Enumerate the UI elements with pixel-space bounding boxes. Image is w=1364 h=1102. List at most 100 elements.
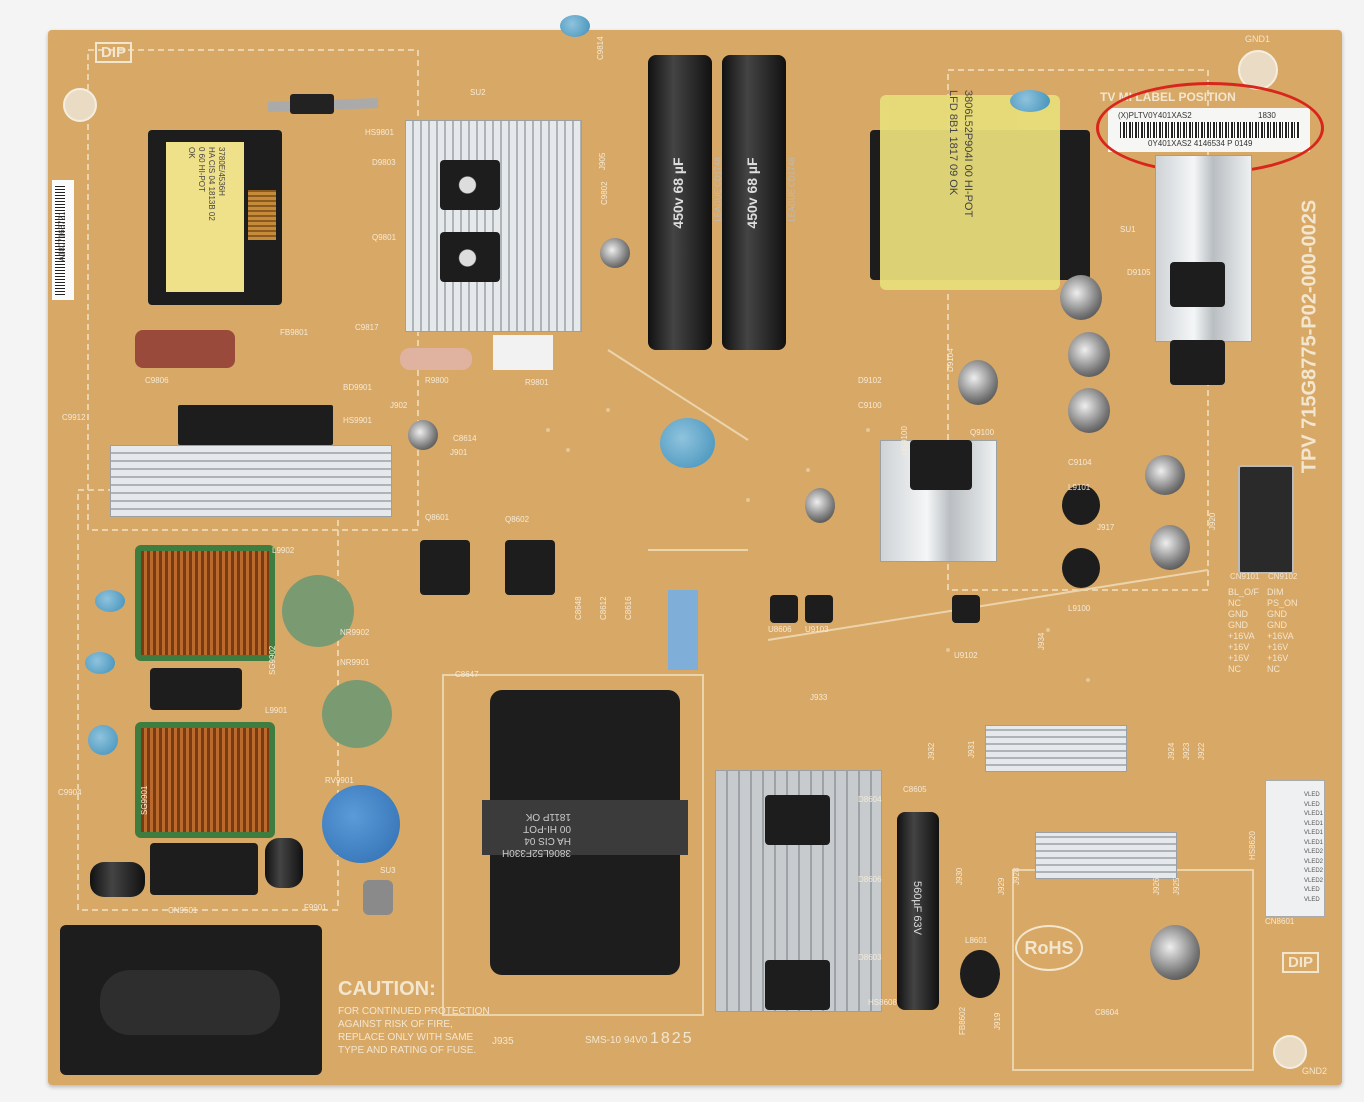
caution-line: REPLACE ONLY WITH SAME: [338, 1032, 474, 1043]
rectifier-d8603: [765, 960, 830, 1010]
pin-label: +16V: [1228, 653, 1250, 663]
part-label: J925: [1172, 877, 1181, 895]
part-label: NR9901: [340, 658, 370, 667]
ceramic-capacitor: [95, 590, 125, 612]
film-capacitor: [668, 590, 698, 670]
mounting-hole: [63, 88, 97, 122]
part-label: J902: [390, 401, 408, 410]
part-label: C8648: [574, 596, 583, 620]
part-label: U9103: [805, 625, 829, 634]
rohs-mark: RoHS: [1015, 925, 1083, 971]
ul-mark: SMS-10 94V0: [585, 1035, 648, 1046]
j935-label: J935: [492, 1036, 514, 1047]
capacitor-rating: 450v 68 µF: [744, 157, 760, 229]
bulk-capacitor: 450v 68 µF LEAGUE CD1748: [722, 55, 797, 350]
part-label: C9802: [600, 181, 609, 205]
transistor-q8601: [420, 540, 470, 595]
part-label: C8614: [453, 434, 477, 443]
transformer-text: HA CIS 04 1813B 02: [207, 147, 216, 221]
bridge-rectifier: [178, 405, 333, 445]
part-label: C8604: [1095, 1008, 1119, 1017]
part-label: FB8602: [958, 1006, 967, 1035]
electrolytic-capacitor: [1068, 388, 1110, 433]
part-label: C9104: [1068, 458, 1092, 467]
side-barcode-sticker: A1807163721: [52, 180, 74, 300]
caution-line: AGAINST RISK OF FIRE,: [338, 1019, 453, 1030]
part-label: SG9902: [268, 645, 277, 675]
part-label: CN9501: [168, 906, 198, 915]
barcode: [55, 185, 65, 295]
part-label: J929: [997, 877, 1006, 895]
part-label: FB9801: [280, 328, 309, 337]
x-capacitor: [135, 330, 235, 368]
part-label: HS8620: [1248, 831, 1257, 860]
part-label: C9912: [62, 413, 86, 422]
dip-arrow-bottom: DIP: [1282, 952, 1320, 973]
part-label: L9902: [272, 546, 295, 555]
part-label: HS9801: [365, 128, 394, 137]
part-label: J931: [967, 740, 976, 758]
part-label: J934: [1037, 632, 1046, 650]
electrolytic-capacitor: [90, 862, 145, 897]
transistor-q8602: [505, 540, 555, 595]
part-label: SU1: [1120, 225, 1136, 234]
part-label: HS8608: [868, 998, 897, 1007]
pin-label: VLED: [1304, 887, 1320, 893]
part-label: D8606: [858, 875, 882, 884]
part-label: BD9901: [343, 383, 372, 392]
part-label: Q9100: [970, 428, 995, 437]
part-label: Q8601: [425, 513, 450, 522]
gnd1-label: GND1: [1245, 34, 1271, 44]
part-label: J919: [993, 1012, 1002, 1030]
common-mode-choke: [135, 545, 275, 661]
part-label: CN8601: [1265, 917, 1295, 926]
part-label: D9105: [1127, 268, 1151, 277]
common-mode-choke: [135, 722, 275, 838]
part-label: L9100: [1068, 604, 1091, 613]
pin-labels-right: DIM PS_ON GND GND +16VA +16V +16V NC: [1267, 587, 1298, 675]
inductor: [1062, 485, 1100, 525]
pin-label: VLED1: [1304, 830, 1324, 836]
varistor: [322, 785, 400, 863]
ac-inlet: [60, 925, 322, 1075]
ntc-thermistor: [322, 680, 392, 748]
pin-label: +16V: [1228, 642, 1250, 652]
part-label: HS9100: [900, 426, 909, 455]
pin-label: BL_O/F: [1228, 587, 1260, 597]
transformer-text: LFD 8B1 1817 09 OK: [947, 90, 959, 196]
part-label: Q8602: [505, 515, 530, 524]
part-label: J926: [1152, 877, 1161, 895]
optocoupler: [952, 595, 980, 623]
part-label: Q9801: [372, 233, 397, 242]
transformer-text: 1811P OK: [525, 811, 571, 822]
filter: [150, 668, 242, 710]
transformer-text: 0 60 HI-POT: [197, 147, 206, 192]
part-label: D8604: [858, 795, 882, 804]
part-label: SG9901: [140, 785, 149, 815]
part-label: D9104: [946, 348, 955, 372]
capacitor-rating: 560µF 63V: [911, 880, 923, 936]
part-label: C9814: [596, 36, 605, 60]
electrolytic-capacitor: [408, 420, 438, 450]
part-label: J923: [1182, 742, 1191, 760]
electrolytic-capacitor: [1150, 925, 1200, 980]
part-label: J933: [810, 693, 828, 702]
pin-label: GND: [1267, 620, 1287, 630]
ceramic-capacitor: [560, 15, 590, 37]
capacitor-rating: 450v 68 µF: [670, 157, 686, 229]
inductor: [1062, 548, 1100, 588]
optocoupler: [805, 595, 833, 623]
ceramic-capacitor: [1010, 90, 1050, 112]
ceramic-capacitor: [85, 652, 115, 674]
filter: [150, 843, 258, 895]
cn9101-label: CN9101: [1230, 572, 1260, 581]
part-label: J928: [1012, 867, 1021, 885]
caution-line: TYPE AND RATING OF FUSE.: [338, 1045, 477, 1056]
gnd2-label: GND2: [1302, 1066, 1328, 1076]
part-label: C8616: [624, 596, 633, 620]
pin-label: +16V: [1267, 653, 1289, 663]
board-id: TPV 715G8775-P02-000-002S: [1298, 199, 1321, 474]
part-label: J917: [1097, 523, 1115, 532]
bulk-capacitor: 450v 68 µF LEAGUE CD1748: [648, 55, 723, 350]
part-label: J924: [1167, 742, 1176, 760]
